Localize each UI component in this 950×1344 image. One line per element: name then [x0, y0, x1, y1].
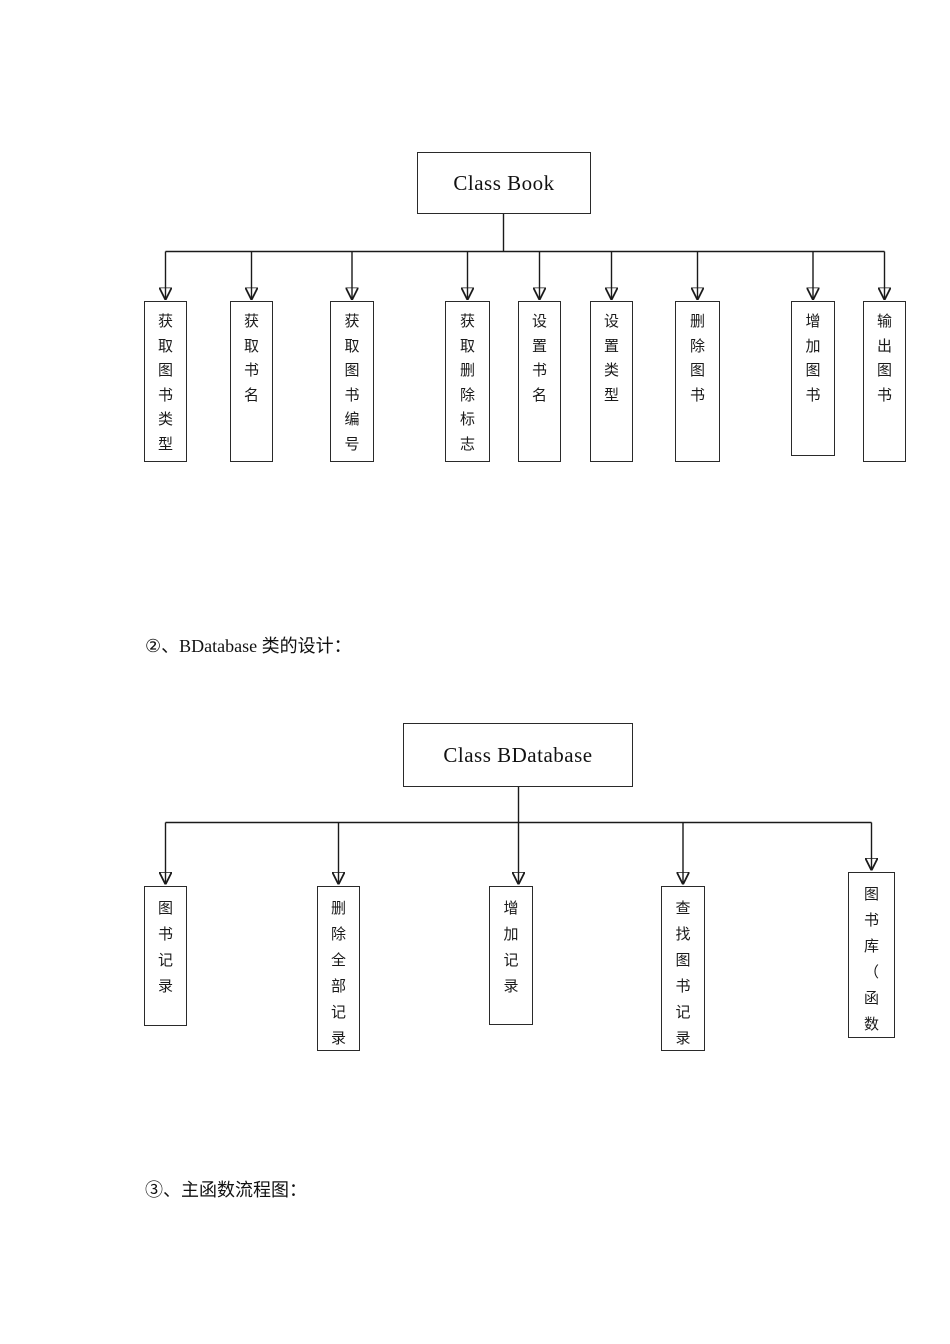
bdatabase-section-heading: ②、BDatabase 类的设计： — [145, 636, 352, 656]
class-book-connector — [166, 214, 885, 300]
member-box-add-book: 增加图书 — [791, 301, 835, 456]
member-box-get-book-number: 获取图书编号 — [330, 301, 374, 462]
member-box-book-library-function: 图书库（函数 — [848, 872, 895, 1038]
member-box-set-book-name: 设置书名 — [518, 301, 561, 462]
member-box-book-record: 图书记录 — [144, 886, 187, 1026]
member-box-add-record: 增加记录 — [489, 886, 533, 1025]
member-box-find-book-record: 查找图书记录 — [661, 886, 705, 1051]
member-box-delete-book: 删除图书 — [675, 301, 720, 462]
bdatabase-root-node: Class BDatabase — [403, 723, 633, 787]
member-box-output-book: 输出图书 — [863, 301, 906, 462]
member-box-get-book-name: 获取书名 — [230, 301, 273, 462]
main-flow-section-heading: ③、主函数流程图： — [145, 1180, 307, 1200]
member-box-set-type: 设置类型 — [590, 301, 633, 462]
member-box-delete-all-records: 删除全部记录 — [317, 886, 360, 1051]
class-book-root-node: Class Book — [417, 152, 591, 214]
member-box-get-delete-flag: 获取删除标志 — [445, 301, 490, 462]
bdatabase-connector — [166, 787, 872, 885]
member-box-get-book-type: 获取图书类型 — [144, 301, 187, 462]
